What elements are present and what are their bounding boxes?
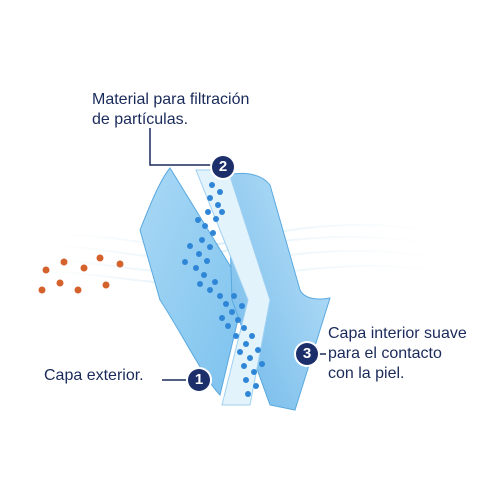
filter-particles xyxy=(182,182,265,397)
callout-outer-label: Capa exterior. xyxy=(44,366,144,386)
callout-filter-line-2: de partículas. xyxy=(92,111,189,128)
callout-inner-label: Capa interior suave para el contacto con… xyxy=(328,324,467,384)
callout-inner-line-3: con la piel. xyxy=(328,365,405,382)
callout-inner-badge: 3 xyxy=(296,343,318,365)
callout-outer-line-1: Capa exterior. xyxy=(44,367,144,384)
callout-inner-line-1: Capa interior suave xyxy=(328,325,467,342)
callout-inner-line-2: para el contacto xyxy=(328,345,442,362)
callout-filter-line-1: Material para filtración xyxy=(92,91,250,108)
incoming-particles xyxy=(38,254,124,294)
callout-outer-badge: 1 xyxy=(188,369,210,391)
callout-filter-badge: 2 xyxy=(212,156,234,178)
outer-layer-shape xyxy=(139,167,246,396)
leader-lines xyxy=(149,128,326,381)
callout-filter-label: Material para filtración de partículas. xyxy=(92,90,249,130)
